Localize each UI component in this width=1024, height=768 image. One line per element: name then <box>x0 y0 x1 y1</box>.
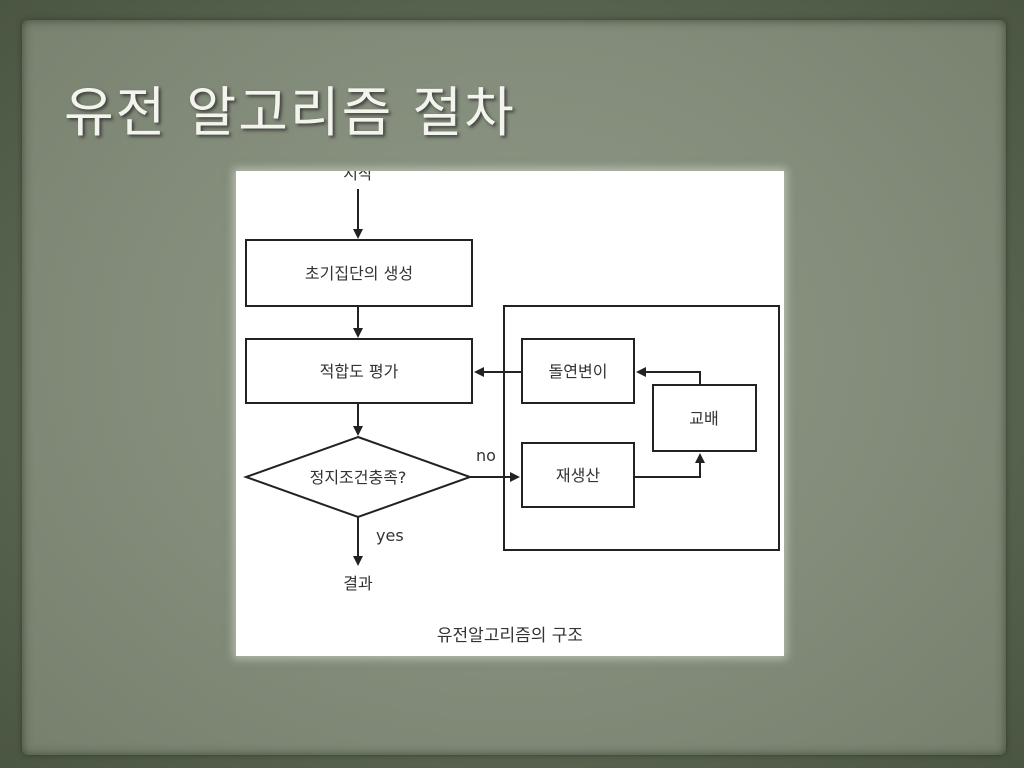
slide-title: 유전 알고리즘 절차 <box>64 81 516 144</box>
reproduction-label: 재생산 <box>556 466 600 485</box>
no-label: no <box>476 446 496 465</box>
crossover-label: 교배 <box>689 409 718 428</box>
mutation-label: 돌연변이 <box>549 362 608 381</box>
yes-label: yes <box>376 526 404 545</box>
arrow-crossover-to-mutation <box>636 367 701 385</box>
arrow-reproduction-to-crossover <box>634 453 705 478</box>
reproduction-box <box>521 442 635 508</box>
result-label: 결과 <box>343 574 373 593</box>
fitness-label: 적합도 평가 <box>320 362 399 381</box>
crossover-box <box>652 384 757 452</box>
stop-condition-label: 정지조건충족? <box>310 468 407 487</box>
figure-caption: 유전알고리즘의 구조 <box>437 626 583 646</box>
start-label: 시작 <box>343 171 373 183</box>
init-population-label: 초기집단의 생성 <box>305 264 413 283</box>
mutation-box <box>521 338 635 404</box>
flowchart-figure: 시작 초기집단의 생성 적합도 평가 정지조건충족? yes 결과 no 돌연변… <box>236 171 784 656</box>
operator-group-box <box>503 305 780 551</box>
flowchart-svg: 시작 초기집단의 생성 적합도 평가 정지조건충족? yes 결과 no 돌연변… <box>243 171 780 646</box>
